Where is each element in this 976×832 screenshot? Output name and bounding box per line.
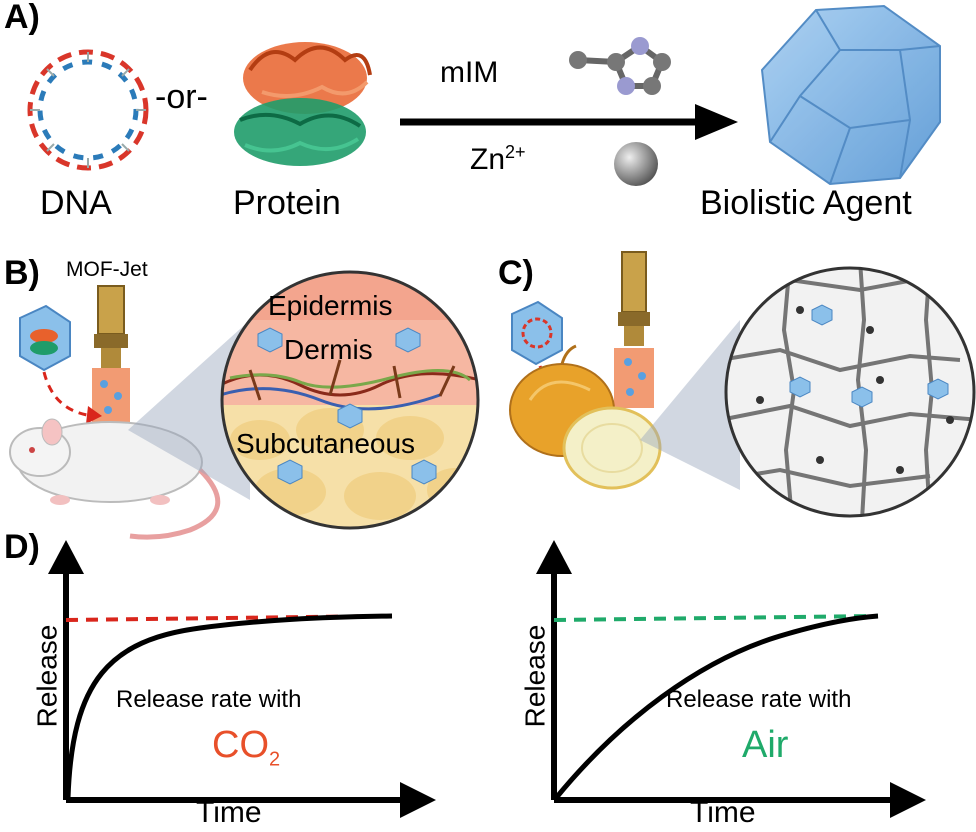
right-caption: Release rate with xyxy=(666,686,852,713)
left-reference-line xyxy=(65,614,393,622)
reagent-zn-label: Zn2+ xyxy=(470,142,526,177)
left-gas-base: CO xyxy=(212,724,269,766)
left-caption: Release rate with xyxy=(116,686,302,713)
panel-c-label: C) xyxy=(498,254,534,292)
reagent-mim-label: mIM xyxy=(440,56,499,89)
or-label: -or- xyxy=(155,78,208,116)
right-ylabel: Release xyxy=(519,624,551,728)
panel-b-label: B) xyxy=(4,254,40,292)
reagent-zn-charge: 2+ xyxy=(505,142,526,162)
panel-d-label: D) xyxy=(4,528,40,566)
layer-epidermis-label: Epidermis xyxy=(268,290,393,321)
left-ylabel: Release xyxy=(31,624,63,728)
dna-label: DNA xyxy=(40,184,112,222)
layer-dermis-label: Dermis xyxy=(284,334,373,365)
right-plot-axes xyxy=(536,540,926,818)
left-plot-axes xyxy=(48,540,436,818)
mof-jet-label: MOF-Jet xyxy=(66,258,148,281)
protein-label: Protein xyxy=(233,184,341,222)
cell-particles xyxy=(789,304,949,408)
right-xlabel: Time xyxy=(690,796,756,829)
dna-loaded-particle-icon xyxy=(511,300,563,366)
reagent-zn-base: Zn xyxy=(470,143,506,176)
right-gas-label: Air xyxy=(742,724,789,766)
zinc-ion-icon xyxy=(614,142,658,186)
mof-jet-nozzle-icon xyxy=(92,285,130,424)
left-gas-sub: 2 xyxy=(269,748,281,771)
left-gas-label: CO2 xyxy=(212,724,280,772)
mof-jet-nozzle-icon xyxy=(614,251,654,408)
protein-loaded-particle-icon xyxy=(19,304,71,372)
left-xlabel: Time xyxy=(196,796,262,829)
onion-cells-micrograph-icon xyxy=(726,268,974,516)
right-reference-line xyxy=(553,614,879,622)
mim-molecule-icon xyxy=(569,37,671,95)
biolistic-agent-label: Biolistic Agent xyxy=(700,184,912,222)
panel-a-label: A) xyxy=(4,0,40,36)
onion-icon xyxy=(509,344,662,490)
mouse-icon xyxy=(9,418,221,540)
layer-subcutaneous-label: Subcutaneous xyxy=(236,428,416,459)
